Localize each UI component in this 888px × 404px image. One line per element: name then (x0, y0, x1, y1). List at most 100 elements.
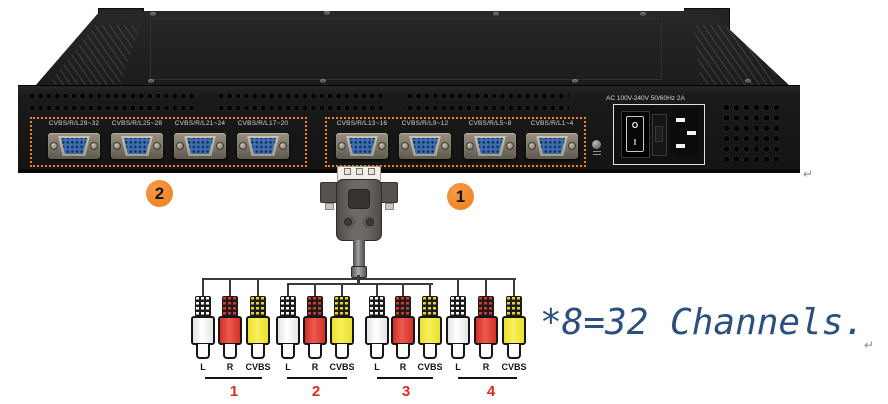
group-underline (458, 377, 517, 379)
rca-strain-relief (250, 296, 266, 317)
wire-drop (314, 283, 316, 298)
dsub-connector (184, 136, 216, 156)
rca-body (391, 316, 415, 345)
vga-port (464, 133, 516, 159)
vga-port (399, 133, 451, 159)
wire-bus-inner (287, 283, 433, 285)
screw (324, 11, 330, 15)
port-screw-icon (279, 142, 287, 150)
rca-strain-relief (280, 296, 296, 317)
rca-body (502, 316, 526, 345)
rca-strain-relief (422, 296, 438, 317)
port-group-outline (30, 117, 307, 167)
rca-plug-label: CVBS (329, 362, 355, 372)
rca-tip (479, 344, 493, 359)
ground-symbol (593, 151, 601, 157)
vga-port (48, 133, 100, 159)
wire-drop (485, 278, 487, 298)
screw (320, 79, 326, 83)
wire-drop (429, 283, 431, 298)
vent-holes (406, 91, 569, 115)
rca-strain-relief (307, 296, 323, 317)
screw (640, 12, 646, 16)
port-screw-icon (506, 142, 514, 150)
dsub-pins (186, 138, 214, 154)
wire-drop (402, 283, 404, 298)
vga-plug-screw-right (385, 203, 394, 210)
port-screw-icon (528, 142, 536, 150)
port-screw-icon (568, 142, 576, 150)
rca-tip (451, 344, 465, 359)
rca-tip (335, 344, 349, 359)
wire-drop (376, 283, 378, 298)
dsub-pins (249, 138, 277, 154)
vga-port (336, 133, 388, 159)
port-screw-icon (338, 142, 346, 150)
rca-plug-label: R (311, 362, 319, 372)
dsub-pins (123, 138, 151, 154)
wire-drop (341, 283, 343, 298)
rca-strain-relief (506, 296, 522, 317)
vga-port-label: CVBS/R/L5~8 (468, 120, 512, 127)
port-screw-icon (378, 142, 386, 150)
rca-strain-relief (195, 296, 211, 317)
ground-screw (592, 140, 601, 149)
dsub-connector (536, 136, 568, 156)
rca-strain-relief (222, 296, 238, 317)
group-number: 1 (229, 383, 239, 400)
vent-holes-grid (722, 103, 780, 161)
chassis-top-face (35, 11, 790, 86)
rca-strain-relief (395, 296, 411, 317)
dsub-connector (346, 136, 378, 156)
vga-plug-pin (356, 168, 363, 175)
port-screw-icon (401, 142, 409, 150)
dsub-pins (60, 138, 88, 154)
vga-port-label: CVBS/R/L21~24 (174, 120, 226, 127)
chassis-top-inset (150, 18, 662, 80)
group-badge: 1 (447, 183, 474, 210)
screw (150, 12, 156, 16)
return-mark: ↵ (803, 167, 814, 181)
return-mark: ↵ (864, 338, 875, 352)
wire-bus-outer (202, 278, 516, 280)
vga-port (111, 133, 163, 159)
switch-off-label: O (631, 120, 639, 130)
ac-inlet-pin (676, 144, 685, 148)
vga-plug-thumbscrew (362, 215, 378, 229)
wire-drop (202, 278, 204, 298)
rca-plug-label: CVBS (245, 362, 271, 372)
rca-tip (507, 344, 521, 359)
vent-holes (217, 91, 385, 115)
port-screw-icon (113, 142, 121, 150)
switch-on-label: I (633, 137, 637, 147)
group-underline (377, 377, 433, 379)
port-screw-icon (441, 142, 449, 150)
port-screw-icon (176, 142, 184, 150)
dsub-connector (58, 136, 90, 156)
port-screw-icon (153, 142, 161, 150)
fuse-holder-slot (655, 126, 663, 142)
group-number: 3 (401, 383, 411, 400)
dsub-pins (411, 138, 439, 154)
port-screw-icon (216, 142, 224, 150)
rca-strain-relief (334, 296, 350, 317)
rca-tip (281, 344, 295, 359)
cable-stub-wire (357, 275, 360, 285)
wire-drop (513, 278, 515, 298)
vent-slats-right (693, 25, 781, 85)
group-badge: 2 (146, 180, 173, 207)
rca-body (446, 316, 470, 345)
port-screw-icon (50, 142, 58, 150)
power-switch-rocker: O I (626, 116, 644, 152)
rca-body (218, 316, 242, 345)
rca-tip (308, 344, 322, 359)
vga-port-label: CVBS/R/L17~20 (237, 120, 289, 127)
port-screw-icon (90, 142, 98, 150)
vga-plug-pin (344, 168, 351, 175)
wire-drop (287, 283, 289, 298)
rca-plug-label: L (285, 362, 291, 372)
rca-tip (251, 344, 265, 359)
wire-drop (229, 278, 231, 298)
vga-port-label: CVBS/R/L13~16 (336, 120, 388, 127)
vga-plug-thumbscrew (340, 215, 356, 229)
